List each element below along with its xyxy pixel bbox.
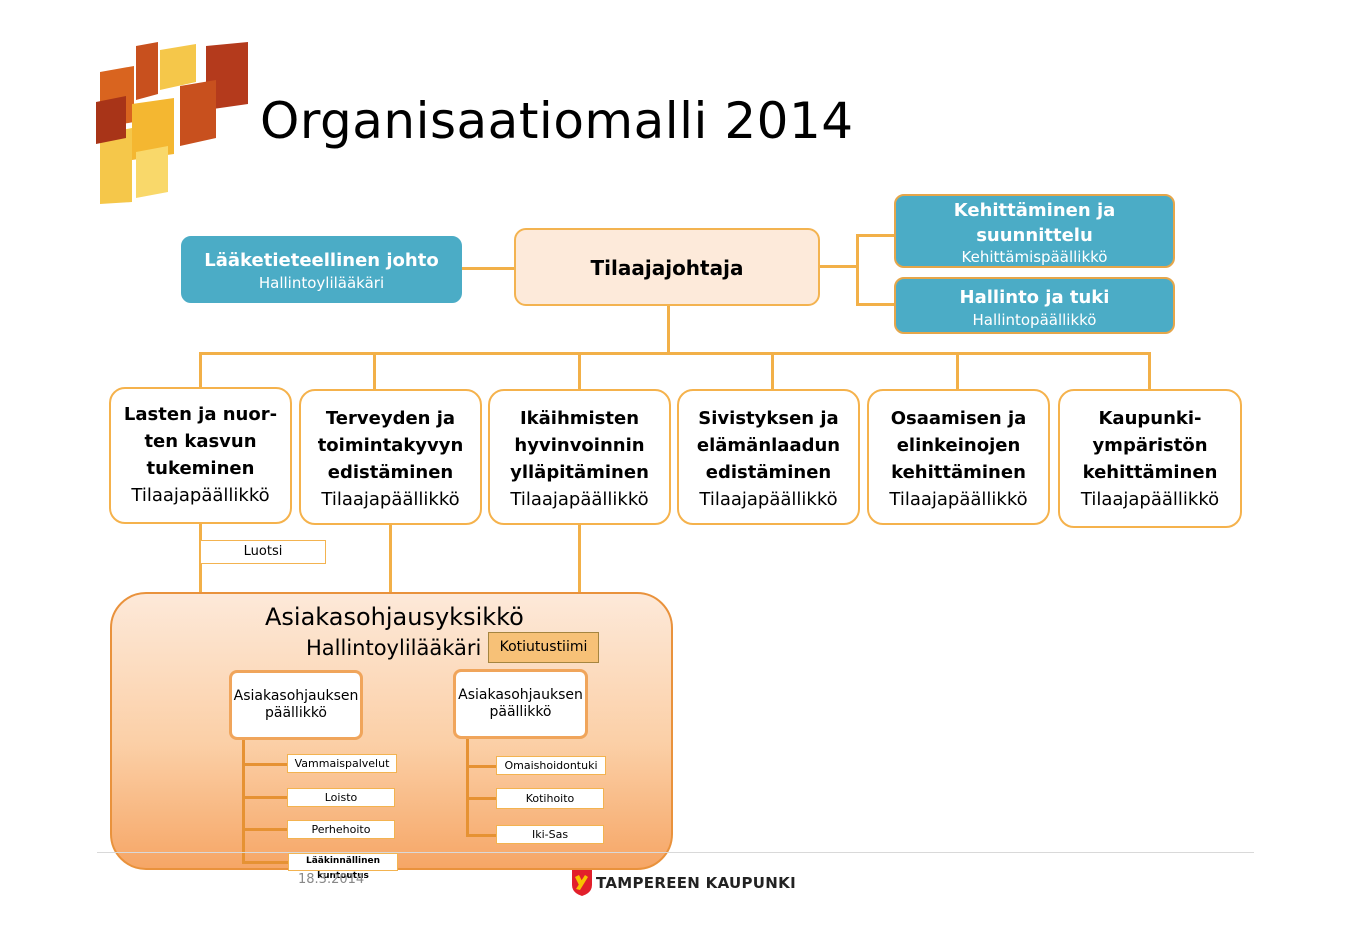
sub-box: Perhehoito	[287, 820, 395, 839]
tree-line	[466, 834, 498, 837]
sub-box: Loisto	[287, 788, 395, 807]
unit-role: Tilaajapäällikkö	[321, 489, 460, 510]
unit-role: Tilaajapäällikkö	[510, 489, 649, 510]
unit-name-line: elämänlaadun	[696, 435, 841, 456]
luotsi-box: Luotsi	[200, 540, 326, 564]
box-role: Hallintopäällikkö	[972, 311, 1097, 329]
connector	[856, 234, 896, 237]
manager-line1: Asiakasohjauksen	[233, 688, 359, 704]
unit-box-health: Terveyden ja toimintakyvyn edistäminen T…	[299, 389, 482, 525]
sub-box: Omaishoidontuki	[496, 756, 606, 775]
tilaajajohtaja-box: Tilaajajohtaja	[514, 228, 820, 306]
box-role: Hallintoylilääkäri	[258, 274, 385, 292]
medical-leadership-box: Lääketieteellinen johto Hallintoylilääkä…	[181, 236, 462, 303]
development-planning-box: Kehittäminen ja suunnittelu Kehittämispä…	[894, 194, 1175, 268]
tampere-crest-icon	[572, 870, 592, 896]
client-guidance-role: Hallintoylilääkäri	[306, 636, 482, 660]
unit-role: Tilaajapäällikkö	[1080, 489, 1220, 510]
logo-graphic	[96, 42, 248, 204]
sub-box: Lääkinnällinen kuntoutus	[288, 853, 398, 881]
connector	[820, 265, 858, 268]
box-name-line2: suunnittelu	[976, 225, 1093, 246]
sub-box: Kotihoito	[496, 788, 604, 809]
tree-line	[242, 828, 288, 831]
unit-name-line: Sivistyksen ja	[698, 408, 839, 429]
box-name: Lääketieteellinen johto	[204, 250, 439, 271]
page-title: Organisaatiomalli 2014	[260, 92, 854, 150]
connector	[578, 352, 581, 390]
unit-role: Tilaajapäällikkö	[131, 485, 270, 506]
sub-box: Iki-Sas	[496, 825, 604, 844]
tree-line	[466, 765, 498, 768]
unit-name-line: ten kasvun	[144, 431, 257, 452]
unit-name-line: hyvinvoinnin	[514, 435, 645, 456]
manager-box-1: Asiakasohjauksen päällikkö	[229, 670, 363, 740]
connector	[462, 267, 516, 270]
unit-name-line: elinkeinojen	[896, 435, 1021, 456]
unit-name-line: edistäminen	[327, 462, 454, 483]
unit-name-line: Ikäihmisten	[519, 408, 640, 429]
unit-role: Tilaajapäällikkö	[889, 489, 1028, 510]
tree-line	[466, 738, 469, 837]
manager-line2: päällikkö	[265, 705, 327, 721]
footer-date: 18.3.2014	[298, 872, 365, 887]
unit-name-line: toimintakyvyn	[317, 435, 464, 456]
unit-name-line: Kaupunki-	[1098, 408, 1202, 429]
box-name: Hallinto ja tuki	[959, 287, 1110, 308]
connector	[856, 234, 859, 306]
unit-name-line: ylläpitäminen	[510, 462, 649, 483]
kotiutustiimi-box: Kotiutustiimi	[488, 632, 599, 663]
box-role: Kehittämispäällikkö	[961, 248, 1108, 266]
box-name-line1: Kehittäminen ja	[953, 200, 1116, 221]
unit-box-business: Osaamisen ja elinkeinojen kehittäminen T…	[867, 389, 1050, 525]
manager-box-2: Asiakasohjauksen päällikkö	[453, 669, 588, 739]
connector	[856, 303, 896, 306]
unit-name-line: Lasten ja nuor-	[123, 404, 278, 425]
unit-box-elderly: Ikäihmisten hyvinvoinnin ylläpitäminen T…	[488, 389, 671, 525]
unit-box-children-youth: Lasten ja nuor- ten kasvun tukeminen Til…	[109, 387, 292, 524]
connector	[578, 524, 581, 593]
tree-line	[242, 796, 288, 799]
sub-box: Vammaispalvelut	[287, 754, 397, 773]
connector	[956, 352, 959, 390]
unit-name-line: kehittäminen	[891, 462, 1026, 483]
connector	[373, 352, 376, 390]
tree-line	[242, 763, 288, 766]
administration-support-box: Hallinto ja tuki Hallintopäällikkö	[894, 277, 1175, 334]
connector	[1148, 352, 1151, 390]
connector	[199, 352, 1151, 355]
tree-line	[242, 861, 290, 864]
connector	[667, 306, 670, 354]
unit-name-line: kehittäminen	[1082, 462, 1218, 483]
unit-name-line: tukeminen	[146, 458, 255, 479]
footer-divider	[97, 852, 1254, 853]
footer-org: TAMPEREEN KAUPUNKI	[596, 874, 796, 892]
unit-box-education: Sivistyksen ja elämänlaadun edistäminen …	[677, 389, 860, 525]
manager-line1: Asiakasohjauksen	[458, 687, 583, 703]
tree-line	[242, 738, 245, 864]
connector	[771, 352, 774, 390]
unit-name-line: Osaamisen ja	[890, 408, 1027, 429]
unit-box-city-environment: Kaupunki- ympäristön kehittäminen Tilaaj…	[1058, 389, 1242, 528]
connector	[199, 352, 202, 387]
client-guidance-title: Asiakasohjausyksikkö	[265, 603, 524, 631]
unit-name-line: ympäristön	[1092, 435, 1208, 456]
tree-line	[466, 797, 498, 800]
manager-line2: päällikkö	[489, 704, 552, 720]
unit-name-line: Terveyden ja	[325, 408, 456, 429]
unit-role: Tilaajapäällikkö	[699, 489, 838, 510]
unit-name-line: edistäminen	[705, 462, 832, 483]
connector	[389, 524, 392, 593]
